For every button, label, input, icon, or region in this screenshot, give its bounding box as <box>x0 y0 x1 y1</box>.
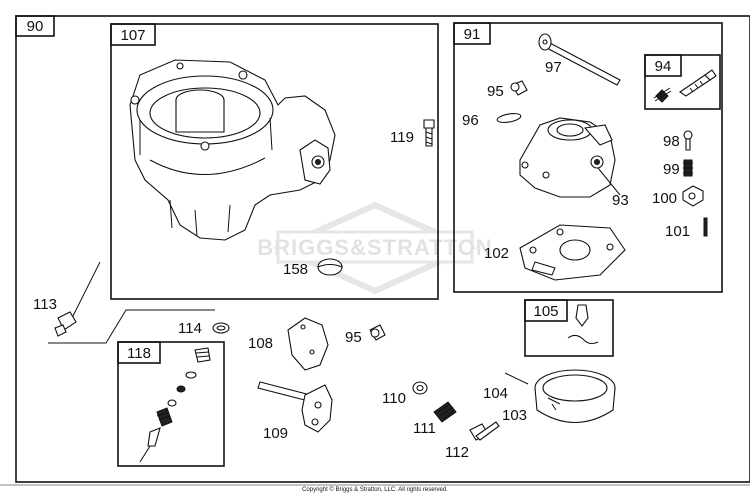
box-label-118: 118 <box>127 345 151 362</box>
kit-118-frame <box>117 341 225 467</box>
part-95-screw-top <box>510 80 528 96</box>
part-label-103: 103 <box>502 407 527 424</box>
part-label-99: 99 <box>663 161 680 178</box>
part-94-screw-spring <box>653 69 717 103</box>
part-103-float-bowl <box>534 369 616 424</box>
box-label-94: 94 <box>655 58 672 75</box>
part-104-pin <box>504 372 529 385</box>
part-93-carb-upper <box>519 117 621 198</box>
kit-94-frame <box>644 54 721 110</box>
part-label-96: 96 <box>462 112 479 129</box>
kit-105-frame <box>524 299 614 357</box>
kit-91-frame <box>453 22 723 293</box>
part-108-throttle-plate <box>287 317 329 371</box>
part-109-throttle-shaft <box>257 381 333 433</box>
watermark: BRIGGS&STRATTON <box>257 201 492 295</box>
watermark-text: BRIGGS&STRATTON <box>257 235 492 260</box>
part-112-needle-valve <box>469 421 500 441</box>
part-98-screw <box>683 130 693 151</box>
part-label-113: 113 <box>33 296 57 313</box>
main-frame-tag <box>15 15 55 37</box>
part-label-114: 114 <box>178 320 202 337</box>
part-158-plug <box>317 258 343 276</box>
part-label-98: 98 <box>663 133 680 150</box>
carburetor-body-drawing <box>129 59 336 241</box>
part-label-100: 100 <box>652 190 677 207</box>
part-95-screw-lower <box>369 324 386 341</box>
part-113-needle <box>54 261 101 337</box>
kit-105-tag <box>524 299 568 322</box>
main-frame <box>15 15 750 483</box>
part-label-109: 109 <box>263 425 288 442</box>
box-label-90: 90 <box>27 18 44 35</box>
part-label-110: 110 <box>382 390 406 407</box>
carburetor-body-tag <box>110 23 156 46</box>
box-label-105: 105 <box>533 303 558 320</box>
part-label-108: 108 <box>248 335 273 352</box>
copyright-notice: Copyright © Briggs & Stratton, LLC. All … <box>302 487 448 493</box>
part-label-95-top: 95 <box>487 83 504 100</box>
part-label-104: 104 <box>483 385 508 402</box>
kit-118-tag <box>117 341 161 364</box>
kit-91-tag <box>453 22 491 45</box>
box-label-107: 107 <box>120 27 145 44</box>
kit-94-tag <box>644 54 682 77</box>
carburetor-body-frame <box>110 23 439 300</box>
part-119-screw <box>423 119 435 147</box>
part-label-119: 119 <box>390 129 414 146</box>
part-96-disc <box>496 112 522 124</box>
part-110-washer <box>412 381 428 395</box>
part-99-spring <box>683 159 693 177</box>
box-label-91: 91 <box>464 26 481 43</box>
part-111-spring <box>433 401 457 423</box>
part-label-101: 101 <box>665 223 690 240</box>
part-118-kit-items <box>139 347 211 463</box>
part-101-pin <box>703 217 708 237</box>
part-label-93: 93 <box>612 192 629 209</box>
part-97-shaft <box>538 33 621 86</box>
part-114-washer <box>212 322 230 334</box>
part-label-97: 97 <box>545 59 562 76</box>
part-label-158: 158 <box>283 261 308 278</box>
part-102-gasket <box>519 224 626 281</box>
part-105-kit-items <box>567 304 599 345</box>
part-label-112: 112 <box>445 444 469 461</box>
part-label-95-lower: 95 <box>345 329 362 346</box>
part-100-nut <box>682 185 704 207</box>
part-label-111: 111 <box>413 420 436 437</box>
part-label-102: 102 <box>484 245 509 262</box>
